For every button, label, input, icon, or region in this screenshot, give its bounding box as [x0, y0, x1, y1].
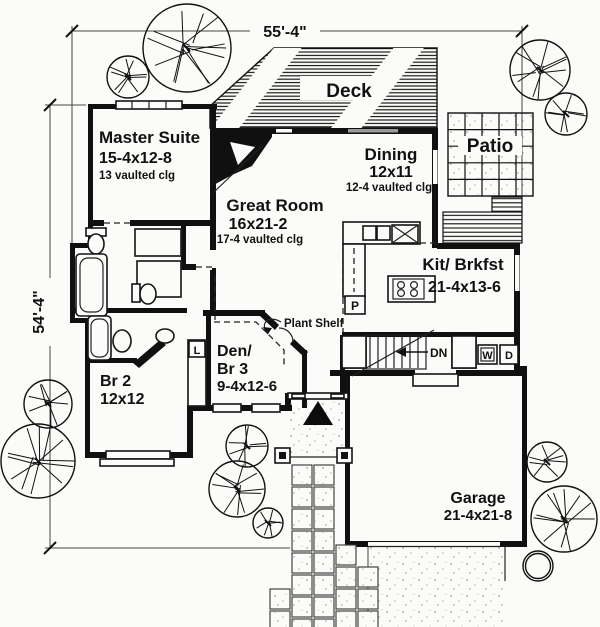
- svg-text:Dining: Dining: [365, 145, 418, 164]
- dimension-height-label: 54'-4": [31, 290, 48, 333]
- svg-text:13 vaulted clg: 13 vaulted clg: [99, 170, 175, 182]
- garage-label: Garage 21-4x21-8: [444, 490, 512, 524]
- svg-text:Plant Shelf: Plant Shelf: [284, 318, 344, 330]
- walls: [70, 104, 527, 547]
- deck-label: Deck: [326, 81, 372, 102]
- den-label: Den/ Br 3 9-4x12-6: [217, 343, 277, 395]
- stairs: DN W D: [341, 329, 519, 377]
- dryer-label: D: [505, 350, 513, 362]
- kitchen-label: Kit/ Brkfst 21-4x13-6: [422, 255, 504, 296]
- great-room-label: Great Room 16x21-2 17-4 vaulted clg: [217, 196, 324, 246]
- svg-text:9-4x12-6: 9-4x12-6: [217, 378, 277, 395]
- trees: [0, 3, 598, 582]
- svg-text:Great Room: Great Room: [226, 196, 323, 215]
- svg-text:12x12: 12x12: [100, 391, 145, 408]
- svg-text:21-4x21-8: 21-4x21-8: [444, 507, 512, 524]
- driveway: [367, 547, 506, 627]
- patio-label: Patio: [467, 136, 513, 157]
- br2-label: Br 2 12x12: [100, 373, 145, 408]
- washer-box: W: [477, 344, 498, 365]
- dryer-box: D: [499, 344, 519, 365]
- fireplace: [210, 128, 272, 194]
- entry-marker-triangle: [303, 401, 333, 425]
- svg-text:16x21-2: 16x21-2: [229, 216, 288, 233]
- stairs-dn-label: DN: [430, 346, 447, 360]
- kitchen-counters: P: [342, 221, 436, 315]
- washer-label: W: [482, 350, 493, 362]
- svg-text:12-4 vaulted clg: 12-4 vaulted clg: [346, 182, 432, 194]
- dimension-lines: 55'-4" 54'-4": [31, 21, 529, 555]
- closets: L: [134, 228, 207, 407]
- svg-text:Master Suite: Master Suite: [99, 128, 200, 147]
- master-suite-label: Master Suite 15-4x12-8 13 vaulted clg: [99, 128, 200, 182]
- deck-steps: [442, 196, 523, 244]
- svg-text:Den/: Den/: [217, 343, 252, 360]
- patio-area: Patio: [447, 112, 534, 197]
- kitchen-island: [387, 275, 436, 303]
- svg-text:15-4x12-8: 15-4x12-8: [99, 150, 172, 167]
- plant-shelf-annotation: Plant Shelf: [263, 318, 344, 335]
- svg-text:Br 3: Br 3: [217, 361, 248, 378]
- svg-text:17-4 vaulted clg: 17-4 vaulted clg: [217, 234, 303, 246]
- svg-text:Br 2: Br 2: [100, 373, 131, 390]
- linen-label: L: [194, 345, 201, 357]
- svg-text:21-4x13-6: 21-4x13-6: [428, 279, 501, 296]
- entry-porch: [274, 399, 353, 464]
- dining-label: Dining 12x11 12-4 vaulted clg: [346, 145, 432, 194]
- svg-text:Kit/ Brkfst: Kit/ Brkfst: [422, 255, 504, 274]
- bath-fixtures: [75, 227, 175, 361]
- svg-text:12x11: 12x11: [369, 164, 413, 181]
- dimension-width-label: 55'-4": [263, 24, 306, 41]
- pantry-label: P: [351, 299, 359, 313]
- svg-text:Garage: Garage: [450, 490, 505, 507]
- room-labels: Master Suite 15-4x12-8 13 vaulted clg Gr…: [99, 128, 512, 524]
- walkway-pavers: [269, 464, 379, 627]
- deck-area: Deck: [209, 47, 438, 129]
- windows-doors: [99, 100, 520, 548]
